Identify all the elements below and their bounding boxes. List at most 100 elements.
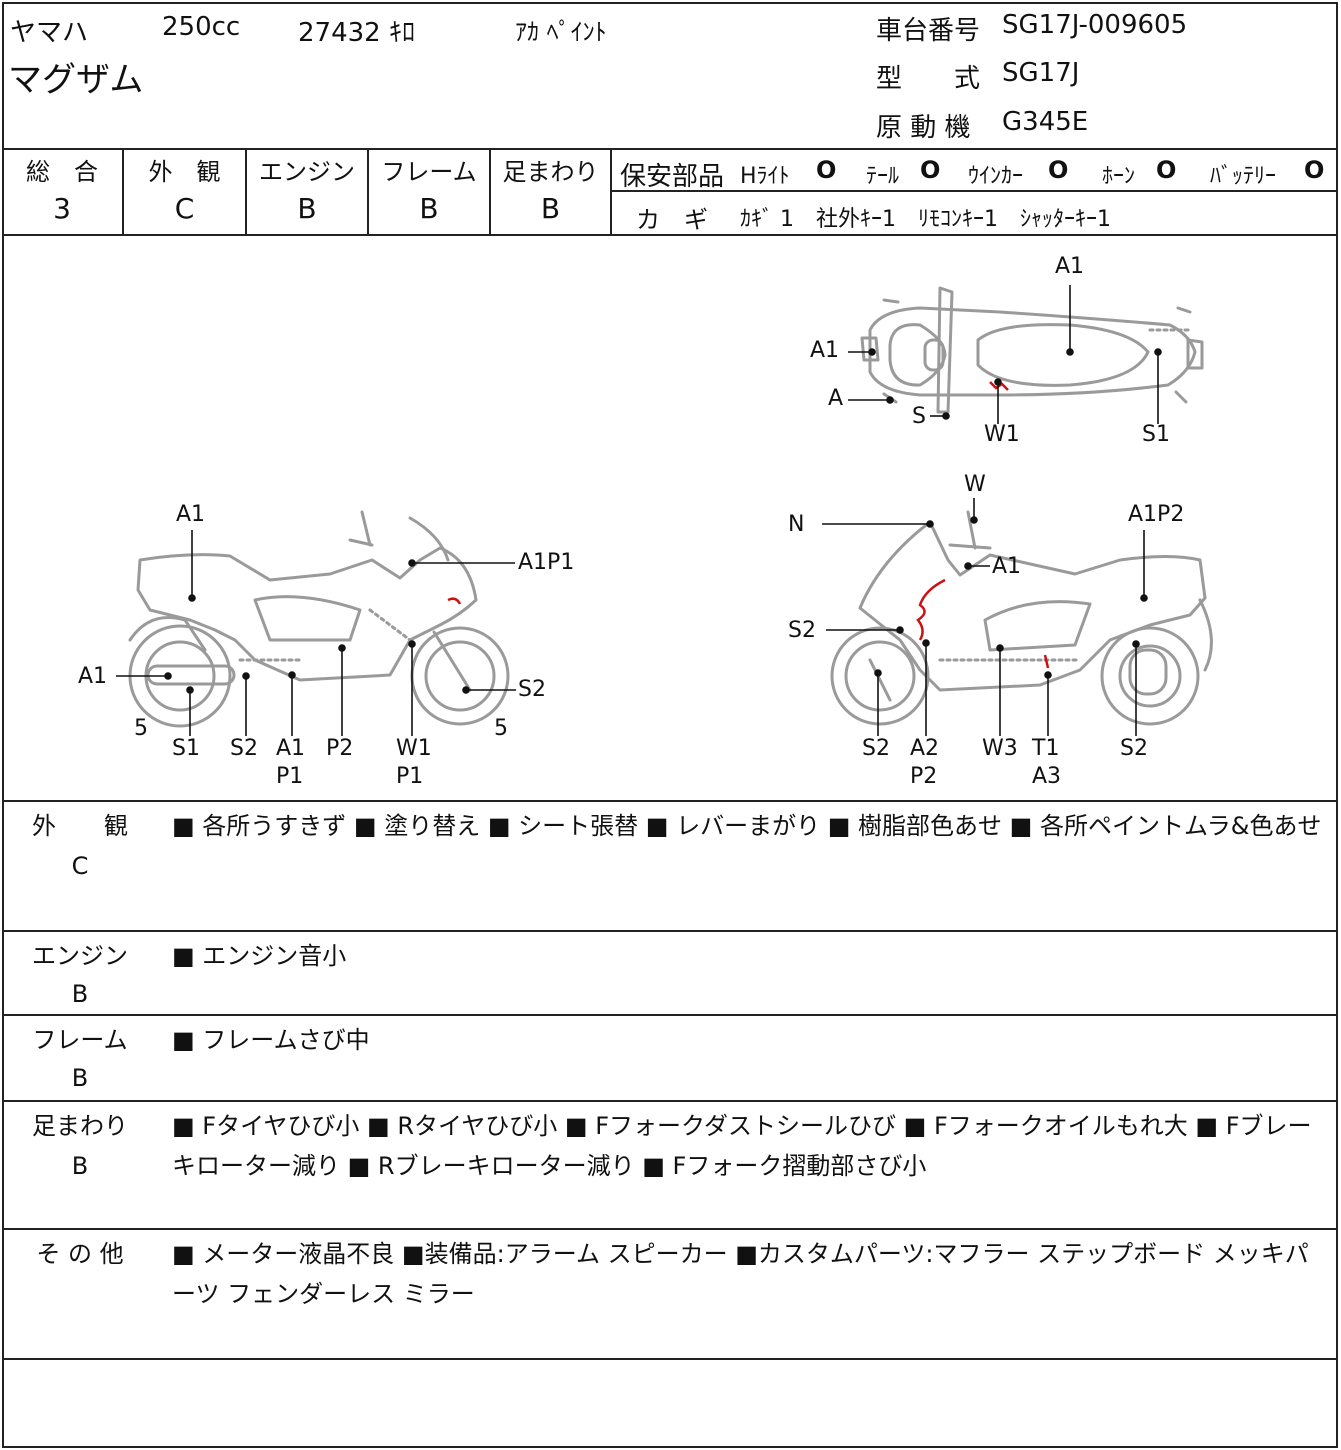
grade-divider <box>610 148 612 236</box>
diagram-divider <box>2 800 1338 802</box>
model-type-label: 型 式 <box>876 64 981 94</box>
safety-battery-label: ﾊﾞｯﾃﾘｰ <box>1210 164 1277 189</box>
grade-exterior-label: 外 観 <box>148 158 221 186</box>
grade-frame-label: フレーム <box>381 158 477 186</box>
diagram-label: A1P1 <box>518 550 575 575</box>
section-divider <box>2 1014 1338 1016</box>
section-engine-grade: B <box>71 980 89 1008</box>
diagram-label: S2 <box>518 677 546 702</box>
grade-overall-label: 総 合 <box>26 158 98 186</box>
diagram-label: W1 <box>984 422 1020 447</box>
safety-taillight-mark: O <box>920 156 941 184</box>
safety-divider <box>612 190 1338 192</box>
safety-taillight-label: ﾃｰﾙ <box>866 164 900 189</box>
section-other-label: そ の 他 <box>36 1240 124 1268</box>
diagram-label: A2 <box>910 736 940 761</box>
section-divider <box>2 1228 1338 1230</box>
leader-lines <box>116 285 1162 736</box>
section-frame-text: ■ フレームさび中 <box>172 1026 370 1054</box>
grade-overall-value: 3 <box>53 192 71 225</box>
grade-engine-label: エンジン <box>259 158 355 186</box>
frame-number-label: 車台番号 <box>876 16 981 46</box>
section-exterior-label: 外 観 <box>32 812 128 840</box>
section-exterior-grade: C <box>71 852 89 880</box>
section-frame-grade: B <box>71 1064 89 1092</box>
diagram-label: S <box>912 404 926 429</box>
engine-model-label: 原 動 機 <box>876 113 971 143</box>
diagram-label: S2 <box>1120 736 1148 761</box>
diagram-label: P1 <box>276 764 304 789</box>
section-divider <box>2 930 1338 932</box>
diagram-label: 5 <box>494 716 508 741</box>
section-divider <box>2 1100 1338 1102</box>
section-suspension-label: 足まわり <box>32 1112 128 1140</box>
header-divider <box>2 148 1338 150</box>
diagram-label: A1P2 <box>1128 502 1185 527</box>
safety-headlight-label: Hﾗｲﾄ <box>740 164 790 189</box>
diagram-label: A1 <box>810 338 840 363</box>
safety-parts-title: 保安部品 <box>620 162 725 192</box>
section-exterior-text: ■ 各所うすきず ■ 塗り替え ■ シート張替 ■ レバーまがり ■ 樹脂部色あ… <box>172 812 1322 840</box>
top-view-scooter <box>860 286 1204 414</box>
damage-diagram <box>116 285 1213 736</box>
diagram-label: T1 <box>1032 736 1060 761</box>
grade-frame-value: B <box>419 192 439 225</box>
diagram-label: A1 <box>992 554 1022 579</box>
diagram-label: W3 <box>982 736 1018 761</box>
damage-marks <box>447 381 1050 669</box>
safety-battery-mark: O <box>1304 156 1325 184</box>
right-side-scooter <box>830 510 1213 726</box>
safety-headlight-mark: O <box>816 156 837 184</box>
grade-suspension-value: B <box>540 192 561 225</box>
diagram-label: A1 <box>78 664 108 689</box>
color: ｱｶ ﾍﾟｲﾝﾄ <box>515 18 607 46</box>
diagram-label: S1 <box>1142 422 1170 447</box>
diagram-label: A1 <box>176 502 206 527</box>
diagram-label: W <box>964 472 986 497</box>
section-engine-label: エンジン <box>32 942 128 970</box>
model-name: マグザム <box>8 60 144 100</box>
diagram-label: P1 <box>396 764 424 789</box>
grade-suspension-label: 足まわり <box>502 158 599 186</box>
safety-horn-label: ﾎｰﾝ <box>1102 164 1136 189</box>
diagram-label: S2 <box>862 736 890 761</box>
grade-divider <box>245 148 247 236</box>
diagram-label: A3 <box>1032 764 1062 789</box>
left-side-scooter <box>128 510 510 728</box>
maker: ヤマハ <box>10 18 89 48</box>
diagram-label: A1 <box>276 736 306 761</box>
diagram-label: S2 <box>230 736 258 761</box>
safety-winker-label: ｳｲﾝｶｰ <box>968 164 1024 189</box>
diagram-label: P2 <box>326 736 354 761</box>
grade-divider <box>122 148 124 236</box>
diagram-label: 5 <box>134 716 148 741</box>
model-type-value: SG17J <box>1002 58 1080 88</box>
section-divider <box>2 1358 1338 1360</box>
grade-divider <box>489 148 491 236</box>
grade-divider <box>367 148 369 236</box>
safety-horn-mark: O <box>1156 156 1177 184</box>
section-engine-text: ■ エンジン音小 <box>172 942 347 970</box>
grade-exterior-value: C <box>174 192 195 225</box>
section-frame-label: フレーム <box>32 1026 128 1054</box>
safety-winker-mark: O <box>1048 156 1069 184</box>
diagram-label: S2 <box>788 618 816 643</box>
diagram-label: A1 <box>1055 254 1085 279</box>
section-suspension-grade: B <box>71 1152 89 1180</box>
diagram-label: S1 <box>172 736 200 761</box>
grade-row-divider <box>2 234 1338 236</box>
diagram-label: W1 <box>396 736 432 761</box>
keys-label: カ ギ <box>636 206 708 234</box>
grade-engine-value: B <box>297 192 317 225</box>
diagram-label: N <box>788 512 805 537</box>
diagram-label: A <box>828 386 844 411</box>
frame-number-value: SG17J-009605 <box>1002 10 1188 40</box>
engine-model-value: G345E <box>1002 107 1089 137</box>
mileage: 27432 ｷﾛ <box>298 18 415 48</box>
diagram-label: P2 <box>910 764 938 789</box>
section-other-text: ■ メーター液晶不良 ■装備品:アラーム スピーカー ■カスタムパーツ:マフラー… <box>172 1240 1309 1308</box>
section-suspension-text: ■ Fタイヤひび小 ■ Rタイヤひび小 ■ Fフォークダストシールひび ■ Fフ… <box>172 1112 1312 1180</box>
displacement: 250cc <box>162 12 241 42</box>
keys-value: ｶｷﾞ 1 社外ｷｰ1 ﾘﾓｺﾝｷｰ1 ｼｬｯﾀｰｷｰ1 <box>740 207 1111 232</box>
